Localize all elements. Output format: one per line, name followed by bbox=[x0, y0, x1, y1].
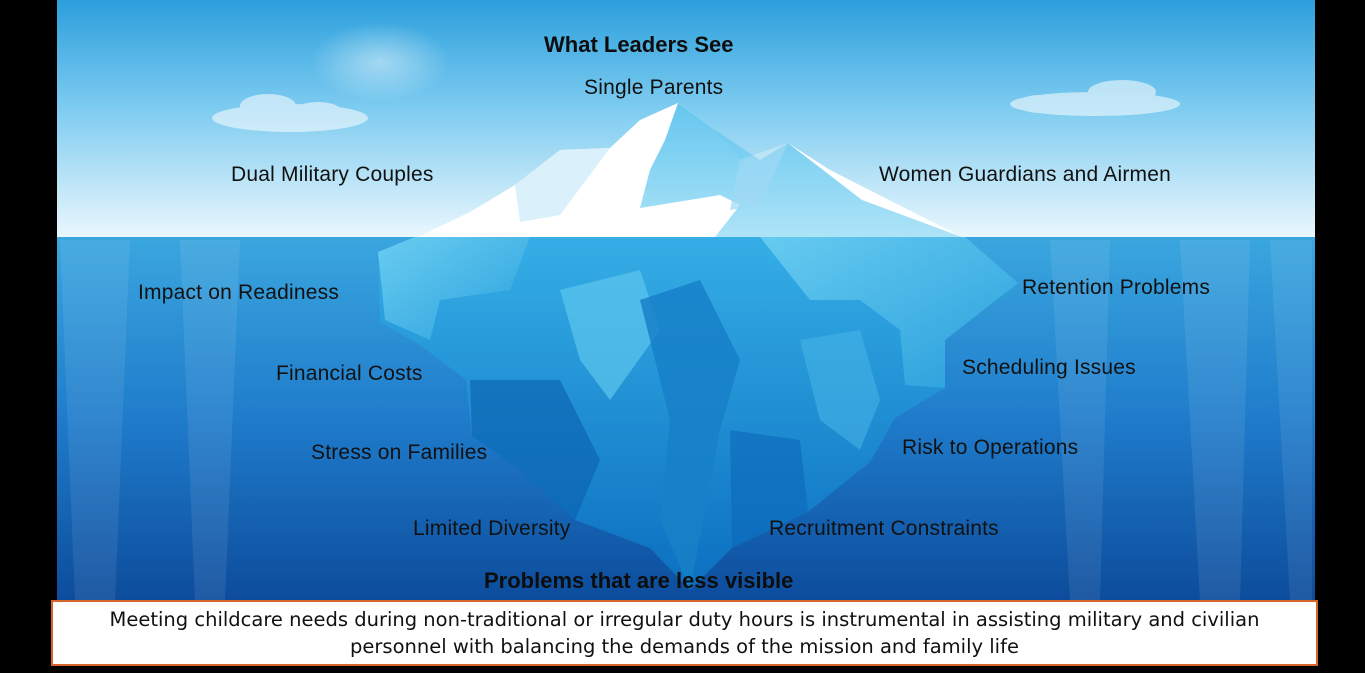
caption-text: Meeting childcare needs during non-tradi… bbox=[109, 608, 1260, 658]
caption-box: Meeting childcare needs during non-tradi… bbox=[51, 600, 1318, 666]
label-limited-diversity: Limited Diversity bbox=[413, 517, 571, 540]
label-stress-on-families: Stress on Families bbox=[311, 441, 488, 464]
label-recruitment-constraints: Recruitment Constraints bbox=[769, 517, 999, 540]
cloud-right bbox=[1010, 80, 1180, 116]
title-problems-less-visible: Problems that are less visible bbox=[484, 568, 794, 593]
cloud-left bbox=[212, 94, 368, 132]
label-single-parents: Single Parents bbox=[584, 76, 724, 99]
label-retention-problems: Retention Problems bbox=[1022, 276, 1211, 299]
title-what-leaders-see: What Leaders See bbox=[544, 32, 734, 57]
label-financial-costs: Financial Costs bbox=[276, 362, 423, 385]
label-dual-military-couples: Dual Military Couples bbox=[231, 163, 434, 186]
label-impact-on-readiness: Impact on Readiness bbox=[138, 281, 340, 304]
label-risk-to-operations: Risk to Operations bbox=[902, 436, 1079, 459]
label-women-guardians-airmen: Women Guardians and Airmen bbox=[879, 163, 1171, 186]
label-scheduling-issues: Scheduling Issues bbox=[962, 356, 1136, 379]
